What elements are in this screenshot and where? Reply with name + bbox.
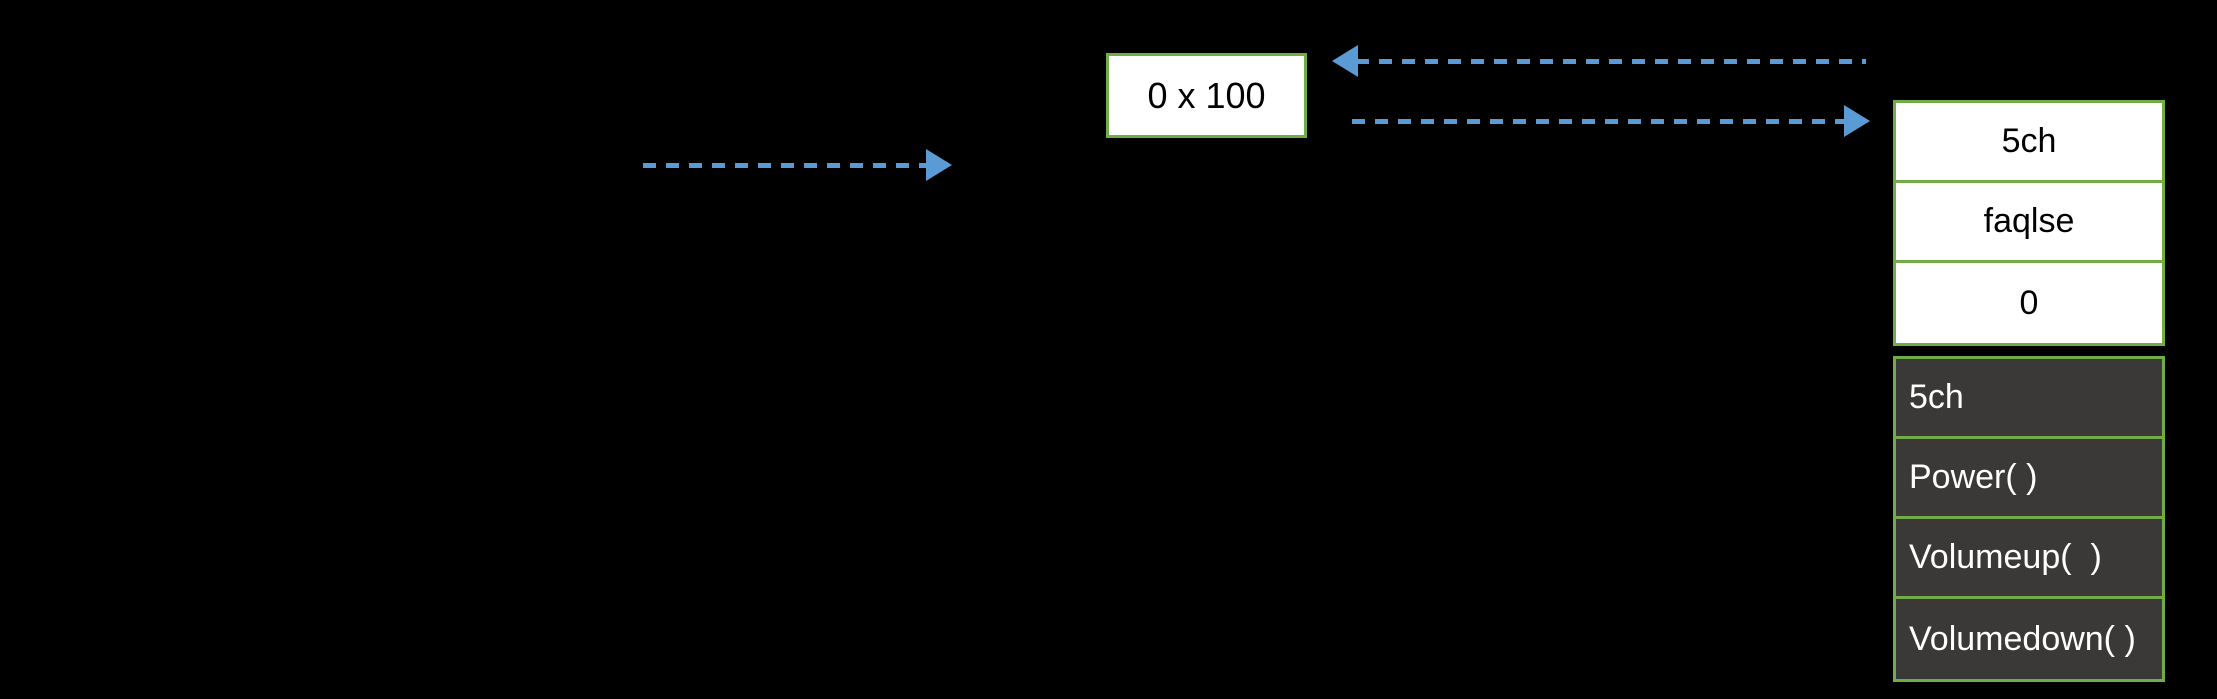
method-cell-volumeup: Volumeup( ) xyxy=(1896,519,2162,599)
arrow-box-to-table-line xyxy=(1352,119,1846,124)
arrow-into-box-line xyxy=(643,163,928,168)
method-cell-power: Power( ) xyxy=(1896,439,2162,519)
object-value-table: 5ch faqlse 0 xyxy=(1893,100,2165,346)
memory-address-box: 0 x 100 xyxy=(1106,53,1307,138)
value-cell-flag: faqlse xyxy=(1896,183,2162,263)
value-cell-number: 0 xyxy=(1896,263,2162,343)
arrowhead-left-icon xyxy=(1332,45,1358,77)
arrowhead-right-icon xyxy=(926,149,952,181)
arrowhead-right-icon xyxy=(1844,105,1870,137)
arrow-into-box xyxy=(643,149,952,181)
memory-address-label: 0 x 100 xyxy=(1147,74,1266,116)
object-method-table: 5ch Power( ) Volumeup( ) Volumedown( ) xyxy=(1893,356,2165,682)
arrow-table-to-box xyxy=(1332,45,1866,77)
arrow-box-to-table xyxy=(1352,105,1870,137)
value-cell-channel: 5ch xyxy=(1896,103,2162,183)
arrow-table-to-box-line xyxy=(1356,59,1866,64)
method-cell-channel: 5ch xyxy=(1896,359,2162,439)
method-cell-volumedown: Volumedown( ) xyxy=(1896,599,2162,679)
